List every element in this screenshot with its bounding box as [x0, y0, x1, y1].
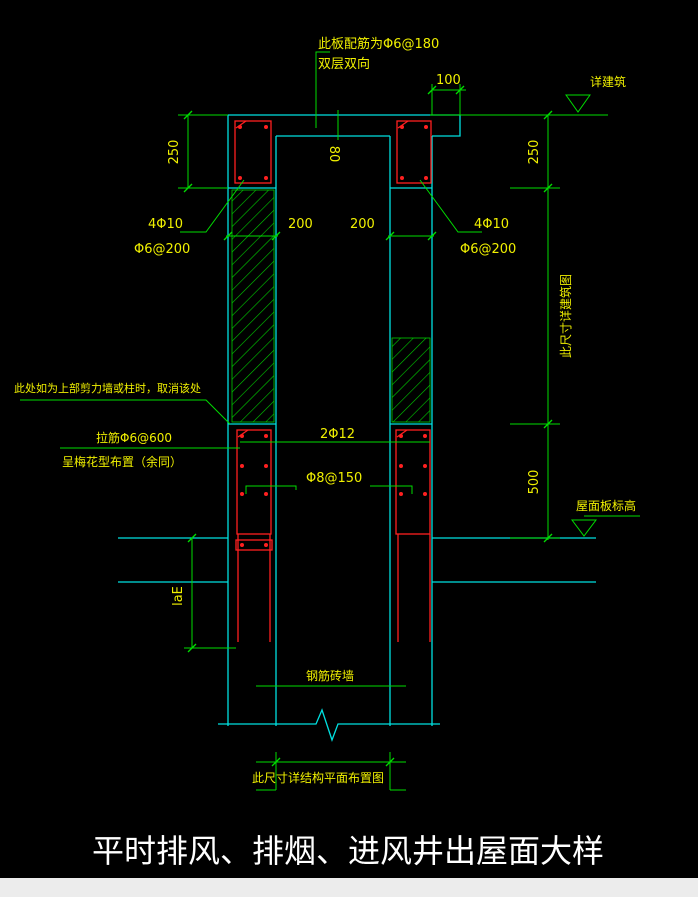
dim-500-label: 500 — [527, 470, 542, 495]
rebar-2phi12-label: 2Φ12 — [320, 427, 355, 442]
rebar-detail — [234, 120, 432, 642]
top-note-line1: 此板配筋为Φ6@180 — [318, 36, 439, 52]
brick-wall-label: 钢筋砖墙 — [306, 668, 354, 683]
dim-100-label: 100 — [436, 73, 461, 88]
rebar-dots — [238, 125, 428, 547]
dim-250-left-label: 250 — [167, 140, 182, 165]
dim-200-right-label: 200 — [350, 217, 375, 232]
rebar-phi8-label: Φ8@150 — [306, 471, 362, 486]
cad-drawing-canvas: 此板配筋为Φ6@180 双层双向 100 详建筑 250 80 250 4Φ10… — [0, 0, 698, 878]
section-detail-drawing: 此板配筋为Φ6@180 双层双向 100 详建筑 250 80 250 4Φ10… — [14, 36, 640, 870]
top-note-line2: 双层双向 — [318, 56, 370, 72]
drawing-title: 平时排风、排烟、进风井出屋面大样 — [92, 832, 604, 870]
anchorage-label: laE — [171, 586, 186, 606]
shaft-outline — [118, 114, 596, 742]
shear-wall-note: 此处如为上部剪力墙或柱时，取消该处 — [14, 381, 201, 395]
elevation-marker-roof — [571, 519, 597, 537]
elevation-marker-top — [565, 94, 591, 113]
dim-80-label: 80 — [326, 146, 341, 163]
ref-building-vertical: 此尺寸详建筑图 — [558, 274, 573, 358]
ref-structural-plan-label: 此尺寸详结构平面布置图 — [252, 770, 384, 785]
footer-strip — [0, 878, 698, 897]
right-masonry-hatch — [391, 337, 431, 423]
left-rebar-stirrup: Φ6@200 — [134, 242, 190, 257]
right-rebar-main: 4Φ10 — [474, 217, 509, 232]
roof-elevation-label: 屋面板标高 — [576, 498, 636, 513]
left-masonry-hatch — [231, 189, 275, 423]
dim-250-right-label: 250 — [527, 140, 542, 165]
tie-bar-label: 拉筋Φ6@600 — [96, 430, 172, 445]
ref-building-top: 详建筑 — [590, 74, 626, 89]
dimension-ticks — [183, 85, 553, 767]
tie-layout-label: 呈梅花型布置（余同） — [62, 454, 182, 469]
left-rebar-main: 4Φ10 — [148, 217, 183, 232]
dim-200-left-label: 200 — [288, 217, 313, 232]
right-rebar-stirrup: Φ6@200 — [460, 242, 516, 257]
